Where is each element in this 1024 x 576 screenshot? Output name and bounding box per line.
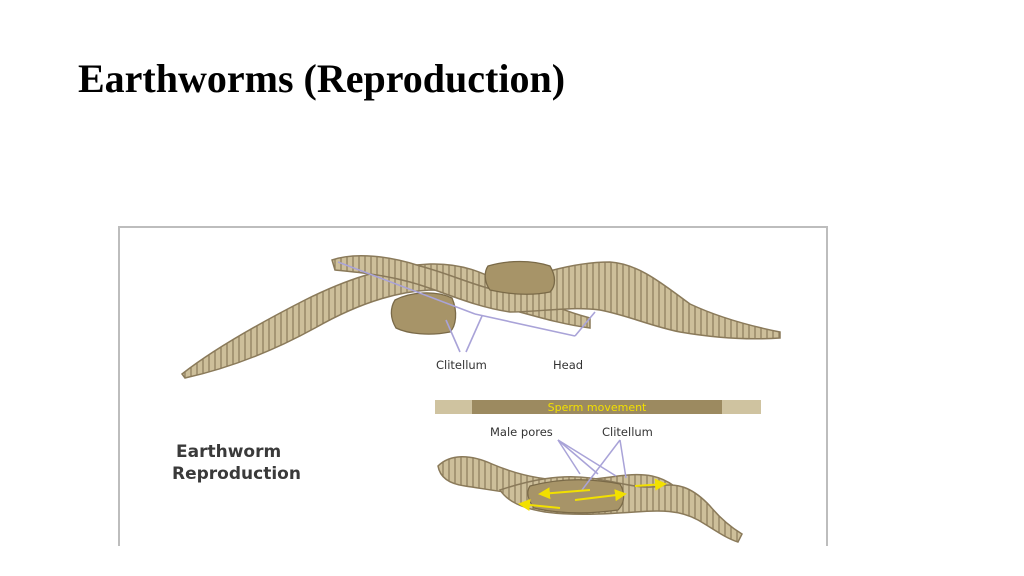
top-worm-pair <box>180 255 781 379</box>
bottom-pointer-lines <box>557 439 627 491</box>
earthworm-reproduction-diagram: Clitellum Head Earthworm Reproduction Sp… <box>118 226 828 546</box>
label-clitellum-top: Clitellum <box>436 358 487 372</box>
bottom-worm-pair <box>437 456 743 543</box>
label-head: Head <box>553 358 583 372</box>
caption-line-1: Earthworm <box>176 442 281 462</box>
caption-line-2: Reproduction <box>172 464 301 484</box>
clitellum-right <box>484 260 556 295</box>
label-male-pores: Male pores <box>490 425 553 439</box>
label-clitellum-bottom: Clitellum <box>602 425 653 439</box>
sperm-movement-banner: Sperm movement <box>435 400 761 414</box>
clitellum-bottom <box>527 479 625 514</box>
clitellum-left <box>390 292 457 335</box>
worm-b-body <box>331 255 781 340</box>
diagram-canvas: Clitellum Head Earthworm Reproduction Sp… <box>172 255 781 543</box>
banner-label: Sperm movement <box>548 401 647 414</box>
slide-title: Earthworms (Reproduction) <box>78 56 566 101</box>
sperm-arrows <box>518 478 667 511</box>
top-pointer-lines <box>337 261 596 353</box>
